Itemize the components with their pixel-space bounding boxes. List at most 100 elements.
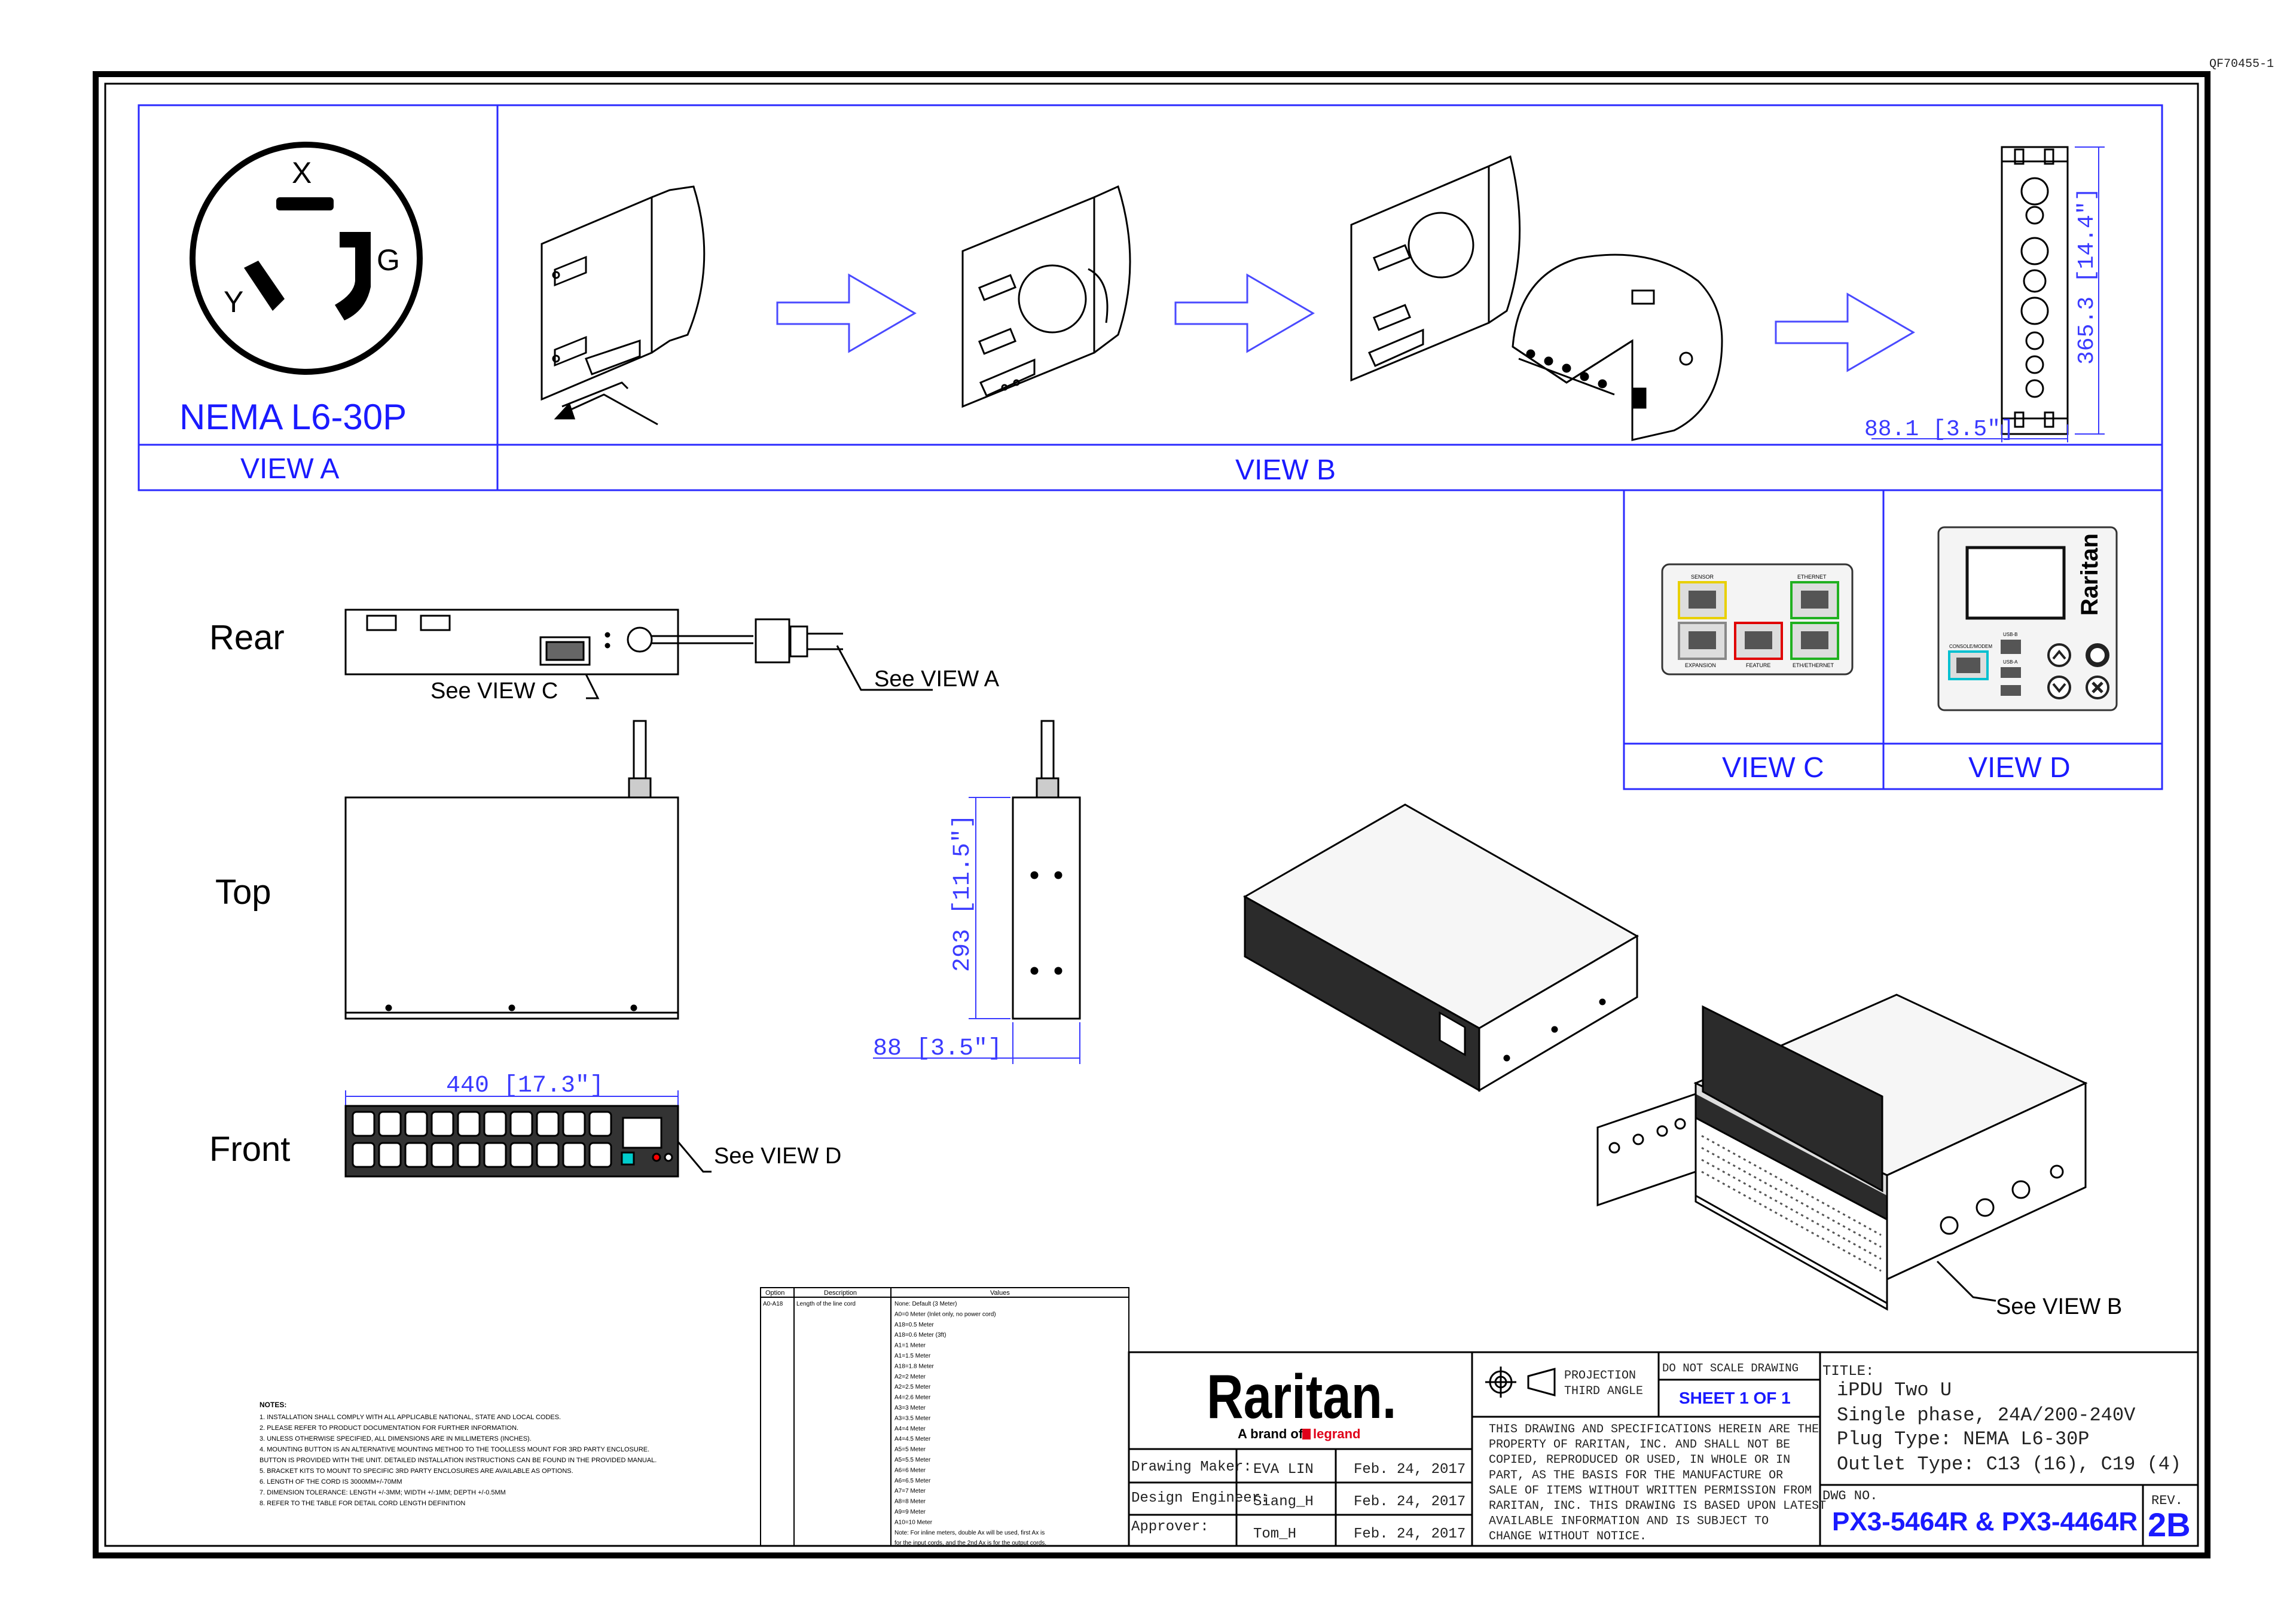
dwg-number: PX3-5464R & PX3-4464R — [1832, 1507, 2138, 1536]
view-d-panel: VIEW D Raritan CONSOLE/MODEM USB-B USB-A — [1882, 489, 2163, 790]
disclaimer-line: CHANGE WITHOUT NOTICE. — [1489, 1530, 1647, 1543]
table-header-description: Description — [824, 1289, 857, 1297]
bracket-detail-circle — [1512, 253, 1723, 441]
outer-frame — [93, 71, 2210, 1558]
outlet-icon — [483, 1111, 507, 1137]
view-b-label: VIEW B — [1235, 454, 1336, 486]
arrow-right-icon — [1775, 292, 1915, 372]
table-value-row: Note: For inline meters, double Ax will … — [894, 1530, 1045, 1536]
note-8: 8. REFER TO THE TABLE FOR DETAIL CORD LE… — [259, 1500, 465, 1507]
disclaimer-line: PART, AS THE BASIS FOR THE MANUFACTURE O… — [1489, 1469, 1783, 1483]
view-c-panel: VIEW C SENSOR ETHERNET EXPANSION FEATURE… — [1623, 489, 1885, 790]
see-view-b-label: See VIEW B — [1996, 1294, 2122, 1319]
doc-code: QF70455-1 — [2209, 57, 2274, 71]
table-value-row: A10=10 Meter — [894, 1519, 933, 1526]
table-value-row: A1=1.5 Meter — [894, 1353, 931, 1359]
note-4b: BUTTON IS PROVIDED WITH THE UNIT. DETAIL… — [259, 1457, 657, 1464]
drawing-maker-date: Feb. 24, 2017 — [1354, 1462, 1465, 1478]
view-c-label: VIEW C — [1722, 752, 1824, 784]
design-engineer-value: Siang_H — [1253, 1494, 1314, 1510]
company-logo: Raritan. — [1207, 1362, 1396, 1432]
outlet-icon — [536, 1142, 560, 1168]
design-engineer-date: Feb. 24, 2017 — [1354, 1494, 1465, 1510]
port-label-ethernet: ETHERNET — [1797, 574, 1827, 580]
view-b-dim-width: 88.1 [3.5"] — [1864, 417, 2014, 442]
table-value-row: for the input cords, and the 2nd Ax is f… — [894, 1540, 1046, 1546]
outlet-icon — [562, 1111, 586, 1137]
outlet-icon — [536, 1111, 560, 1137]
legrand-logo-icon — [1302, 1429, 1311, 1439]
table-value-row: A8=8 Meter — [894, 1499, 926, 1505]
notes-title: NOTES: — [259, 1401, 286, 1409]
port-label-console: CONSOLE/MODEM — [1949, 644, 1992, 649]
up-arrow-icon — [2047, 643, 2071, 667]
approver-date: Feb. 24, 2017 — [1354, 1526, 1465, 1542]
outlet-icon — [352, 1142, 375, 1168]
see-view-d-label: See VIEW D — [714, 1144, 841, 1169]
port-label-usb-a: USB-A — [2003, 659, 2018, 665]
down-arrow-icon — [2047, 676, 2071, 699]
dim-side-height: 88 [3.5"] — [873, 1035, 1002, 1062]
title-line-1: iPDU Two U — [1837, 1379, 1952, 1401]
title-label: TITLE: — [1822, 1364, 1874, 1380]
tagline-prefix: A brand of — [1238, 1426, 1303, 1441]
rear-view — [344, 609, 933, 699]
outlet-icon — [509, 1142, 533, 1168]
table-header-option: Option — [765, 1289, 784, 1297]
outlet-icon — [378, 1111, 402, 1137]
view-d-brand: Raritan — [2077, 533, 2103, 616]
approver-label: Approver: — [1131, 1519, 1209, 1535]
note-4: 4. MOUNTING BUTTON IS AN ALTERNATIVE MOU… — [259, 1446, 649, 1453]
pin-x-label: X — [292, 156, 312, 189]
note-6: 6. LENGTH OF THE CORD IS 3000MM+/-70MM — [259, 1478, 402, 1486]
table-value-row: A9=9 Meter — [894, 1509, 926, 1515]
table-value-row: None: Default (3 Meter) — [894, 1301, 957, 1307]
ok-circle-icon — [2086, 643, 2109, 667]
table-value-row: A4=4.5 Meter — [894, 1436, 931, 1442]
top-label: Top — [215, 873, 271, 912]
isometric-unit-bracket — [1596, 994, 2088, 1311]
table-value-row: A7=7 Meter — [894, 1488, 926, 1494]
title-line-2: Single phase, 24A/200-240V — [1837, 1404, 2136, 1426]
outlet-icon — [588, 1142, 612, 1168]
outlet-icon — [588, 1111, 612, 1137]
view-b-dim-height: 365.3 [14.4"] — [2074, 188, 2100, 365]
table-value-row: A5=5 Meter — [894, 1447, 926, 1453]
projection-symbol-icon — [1485, 1367, 1556, 1398]
dim-front-width: 440 [17.3"] — [446, 1072, 604, 1099]
table-value-row: A4=2.6 Meter — [894, 1395, 931, 1401]
port-label-expansion: EXPANSION — [1685, 662, 1716, 668]
rear-label: Rear — [209, 618, 285, 657]
plug-name: NEMA L6-30P — [179, 397, 407, 437]
see-view-a-label: See VIEW A — [874, 667, 1000, 692]
table-value-row: A1=1 Meter — [894, 1343, 926, 1349]
disclaimer-line: RARITAN, INC. THIS DRAWING IS BASED UPON… — [1489, 1499, 1826, 1513]
outlet-icon — [483, 1142, 507, 1168]
table-value-row: A6=6.5 Meter — [894, 1478, 931, 1484]
note-2: 2. PLEASE REFER TO PRODUCT DOCUMENTATION… — [259, 1425, 518, 1432]
outlet-icon — [352, 1111, 375, 1137]
outlet-icon — [404, 1142, 428, 1168]
mounted-side-view — [2001, 146, 2069, 435]
port-label-sensor: SENSOR — [1691, 574, 1714, 580]
outlet-icon — [562, 1142, 586, 1168]
title-line-3: Plug Type: NEMA L6-30P — [1837, 1428, 2089, 1450]
see-view-c-label: See VIEW C — [430, 678, 558, 704]
projection-line2: THIRD ANGLE — [1564, 1384, 1643, 1398]
drawing-maker-value: EVA LIN — [1253, 1462, 1314, 1478]
dim-side-depth: 293 [11.5"] — [949, 814, 976, 972]
outlet-icon — [457, 1111, 481, 1137]
view-d-label: VIEW D — [1968, 752, 2071, 784]
disclaimer-line: AVAILABLE INFORMATION AND IS SUBJECT TO — [1489, 1515, 1769, 1529]
table-value-row: A2=2.5 Meter — [894, 1384, 931, 1390]
table-value-row: A18=1.8 Meter — [894, 1363, 935, 1370]
table-value-row: A3=3 Meter — [894, 1405, 926, 1411]
rev-label: REV. — [2151, 1493, 2183, 1508]
table-value-row: A3=3.5 Meter — [894, 1415, 931, 1422]
port-label-eth2: ETH/ETHERNET — [1793, 662, 1834, 668]
approver-value: Tom_H — [1253, 1526, 1296, 1542]
dwg-label: DWG NO. — [1822, 1488, 1877, 1503]
title-line-4: Outlet Type: C13 (16), C19 (4) — [1837, 1453, 2181, 1475]
lcd-display — [1965, 546, 2066, 620]
